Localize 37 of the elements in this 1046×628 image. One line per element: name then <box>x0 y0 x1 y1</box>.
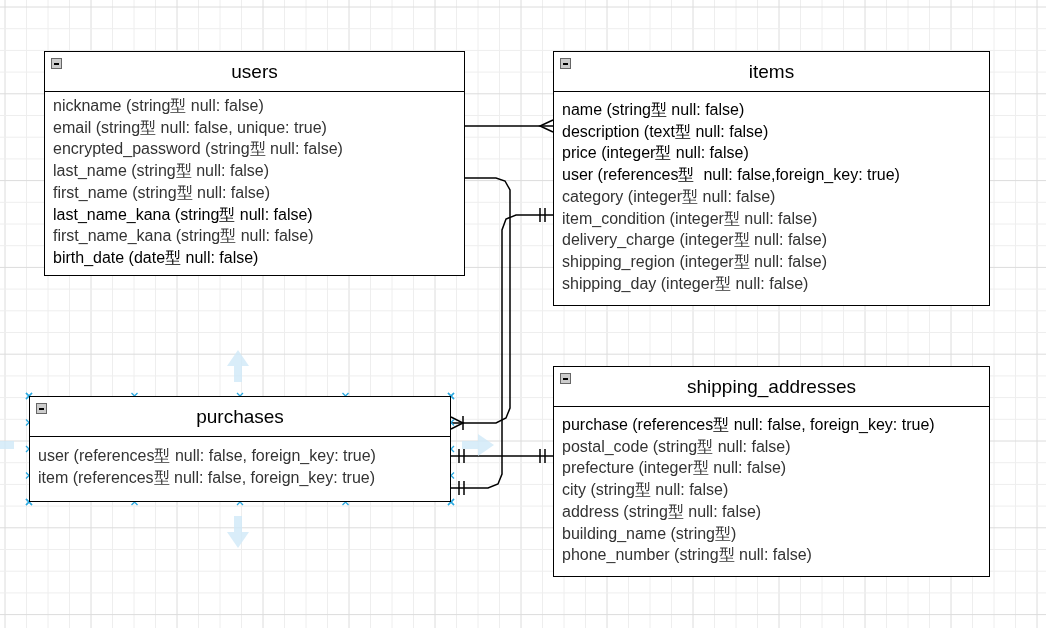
column-definition: prefecture (integer型 null: false) <box>562 458 787 479</box>
relationship-line <box>464 119 554 133</box>
entity-table <box>553 366 990 577</box>
column-definition: category (integer型 null: false) <box>562 186 776 207</box>
column-definition: city (string型 null: false) <box>562 480 729 501</box>
column-definition: building_name (string型) <box>562 523 737 544</box>
column-definition: user (references型 null: false,foreign_key: true) <box>562 165 900 186</box>
column-definition: price (integer型 null: false) <box>562 143 749 164</box>
column-definition: first_name_kana (string型 null: false) <box>53 226 314 247</box>
table-name: purchases <box>196 406 284 428</box>
relationship-line <box>450 448 554 464</box>
column-definition: purchase (references型 null: false, foreign_key: true) <box>562 415 935 435</box>
column-definition: item_condition (integer型 null: false) <box>562 208 818 229</box>
column-definition: birth_date (date型 null: false) <box>53 247 259 268</box>
column-definition: nickname (string型 null: false) <box>53 96 264 116</box>
relationship-line <box>450 207 554 496</box>
entity-table <box>553 51 990 306</box>
column-definition: first_name (string型 null: false) <box>53 182 270 203</box>
column-definition: user (references型 null: false, foreign_key: true) <box>38 446 376 466</box>
column-definition: phone_number (string型 null: false) <box>562 545 812 566</box>
column-definition: postal_code (string型 null: false) <box>562 436 791 457</box>
table-name: users <box>231 61 278 83</box>
column-definition: name (string型 null: false) <box>562 100 745 120</box>
table-name: shipping_addresses <box>687 376 856 398</box>
column-definition: shipping_region (integer型 null: false) <box>562 251 828 272</box>
column-definition: description (text型 null: false) <box>562 121 769 142</box>
column-definition: encrypted_password (string型 null: false) <box>53 139 343 160</box>
table-name: items <box>748 61 795 83</box>
relationship-line <box>450 177 511 431</box>
column-definition: item (references型 null: false, foreign_key: true) <box>38 467 376 488</box>
entity-table <box>44 51 465 276</box>
column-definition: last_name (string型 null: false) <box>53 161 270 182</box>
column-definition: email (string型 null: false, unique: true) <box>53 117 327 138</box>
column-definition: last_name_kana (string型 null: false) <box>53 204 313 225</box>
column-definition: address (string型 null: false) <box>562 501 762 522</box>
column-definition: shipping_day (integer型 null: false) <box>562 273 809 294</box>
column-definition: delivery_charge (integer型 null: false) <box>562 230 827 251</box>
